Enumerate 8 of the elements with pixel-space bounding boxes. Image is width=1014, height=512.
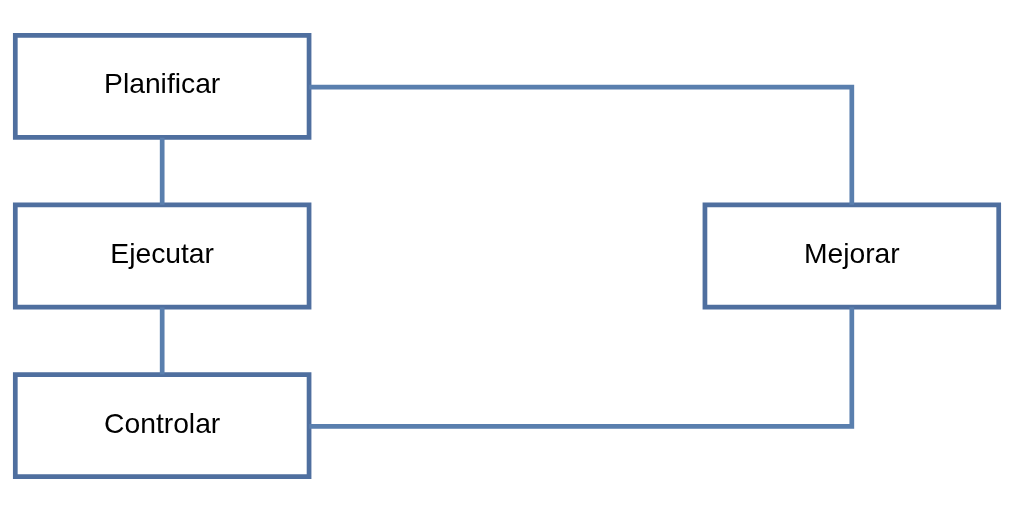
connector: [159, 307, 165, 375]
node-box: Mejorar: [702, 202, 1002, 310]
connector: [309, 307, 855, 429]
node-box: Ejecutar: [12, 202, 312, 310]
node-box: Controlar: [12, 372, 312, 480]
connector: [309, 84, 855, 205]
connector: [159, 137, 165, 205]
node-box: Planificar: [12, 32, 312, 140]
